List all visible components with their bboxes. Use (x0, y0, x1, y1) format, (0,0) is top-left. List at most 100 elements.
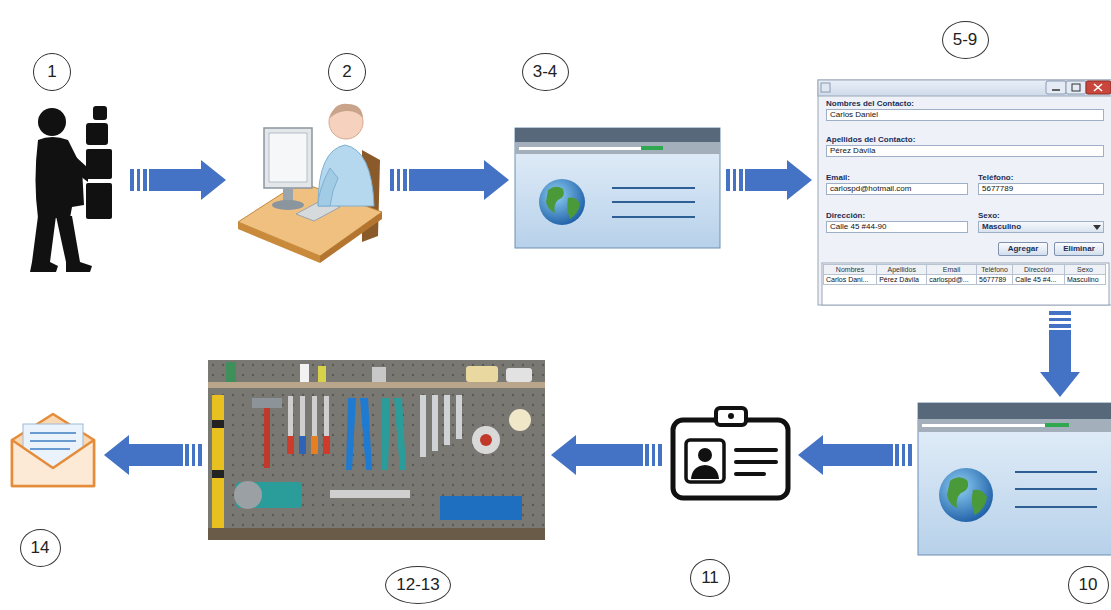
tool-wall-photo-part (324, 396, 329, 436)
person-carrying-boxes-part (36, 137, 85, 218)
field-label: Sexo: (978, 211, 1000, 221)
tool-wall-photo-part (208, 528, 545, 540)
arrow-part (787, 160, 812, 200)
arrow-part (390, 169, 394, 191)
browser-window-icon-part (546, 187, 564, 213)
table-header-row: NombresApellidosEmailTeléfonoDirecciónSe… (824, 265, 1106, 275)
browser-window-icon-part (539, 179, 585, 225)
arrow-part (403, 169, 407, 191)
dropdown-field: Masculino (978, 221, 1104, 233)
table-cell: carlospd@... (927, 275, 977, 285)
tool-wall-photo-part (420, 395, 426, 457)
form-button: Agregar (998, 242, 1048, 256)
arrow-part (149, 169, 201, 191)
person-at-computer-part (318, 168, 338, 206)
callout-number: 2 (328, 53, 366, 91)
person-at-computer-part (283, 188, 293, 202)
text-field: Carlos Daniel (826, 109, 1104, 121)
text-field: Pérez Dávila (826, 145, 1104, 157)
process-stage: 10 (918, 403, 1111, 555)
tool-wall-photo-part (472, 426, 500, 454)
tool-wall-photo-part (330, 490, 410, 498)
envelope-icon-part (12, 440, 94, 486)
block-arrow (726, 160, 812, 200)
form-window (818, 80, 1111, 305)
browser-window-icon-part (515, 128, 720, 142)
browser-window-icon-part (519, 147, 659, 150)
process-stage: 2 (232, 96, 384, 262)
field-label: Teléfono: (978, 173, 1013, 183)
browser-window-icon-part (612, 201, 695, 203)
table-header-cell: Sexo (1065, 265, 1106, 275)
arrow-part (409, 169, 484, 191)
arrow-part (104, 435, 129, 475)
person-at-computer-part (320, 212, 382, 263)
column-heading: Dirección (1024, 266, 1053, 273)
tool-wall-photo-part (264, 408, 270, 468)
field-label: Dirección: (826, 211, 865, 221)
arrow-part (198, 444, 202, 466)
arrow-part (645, 444, 649, 466)
person-carrying-boxes-part (86, 149, 112, 179)
id-card-icon-part (716, 408, 746, 425)
text-field: carlospd@hotmail.com (826, 183, 968, 195)
envelope-icon-part (30, 448, 70, 450)
person-at-computer (238, 104, 382, 263)
arrow-part (185, 444, 189, 466)
browser-window-icon-part (947, 477, 968, 508)
arrow-part (130, 169, 134, 191)
tool-wall-photo-part (480, 434, 492, 446)
process-stage: 3-4 (515, 128, 720, 248)
process-stage: 1 (22, 100, 124, 275)
person-at-computer-part (269, 133, 307, 182)
field-label: Email: (826, 173, 850, 183)
callout-number: 14 (20, 529, 61, 567)
column-heading: Teléfono (981, 266, 1007, 273)
id-card-icon-part (728, 413, 734, 419)
table-header-cell: Email (927, 265, 977, 275)
arrow-part (1049, 311, 1071, 315)
arrow-part (798, 435, 823, 475)
browser-window-icon-part (918, 419, 1111, 432)
column-heading: Apellidos (887, 266, 915, 273)
tool-wall-photo-part (208, 360, 545, 540)
person-at-computer-part (330, 104, 363, 118)
contacts-table: NombresApellidosEmailTeléfonoDirecciónSe… (823, 264, 1106, 285)
callout-number: 10 (1068, 566, 1109, 604)
envelope-icon-part (12, 414, 94, 486)
id-card-icon-part (686, 440, 724, 482)
process-stage: 14 (8, 412, 98, 490)
column-heading: Email (943, 266, 961, 273)
tool-wall-photo-part (372, 367, 386, 382)
person-at-computer-part (272, 200, 304, 210)
callout-number: 1 (33, 53, 71, 91)
tool-wall-photo-part (506, 368, 532, 382)
cell-text: Pérez Dávila (879, 276, 919, 283)
tool-wall-photo-part (234, 481, 262, 509)
person-carrying-boxes-part (38, 108, 66, 136)
arrow-part (129, 444, 183, 466)
tool-wall-photo-part (346, 398, 356, 470)
arrow-part (823, 444, 893, 466)
tool-wall-photo-part (299, 436, 306, 454)
arrow-part (895, 444, 899, 466)
form-window-part (1072, 84, 1080, 91)
person-carrying-boxes-part (86, 183, 112, 219)
callout-number: 12-13 (385, 566, 451, 604)
id-card-icon-part (736, 460, 776, 464)
arrow-part (397, 169, 400, 191)
cell-text: Calle 45 #4... (1015, 276, 1056, 283)
arrow-part (908, 444, 912, 466)
arrow-part (1040, 372, 1080, 397)
envelope-icon-part (30, 432, 76, 434)
block-arrow (798, 435, 912, 475)
tool-wall-photo-part (382, 398, 390, 470)
arrow-part (484, 160, 509, 200)
browser-window-icon-part (939, 468, 993, 522)
browser-window-icon-part (918, 403, 1111, 419)
arrow-part (1049, 330, 1071, 372)
callout-number: 3-4 (522, 53, 569, 91)
column-heading: Sexo (1077, 266, 1093, 273)
block-arrow (390, 160, 509, 200)
